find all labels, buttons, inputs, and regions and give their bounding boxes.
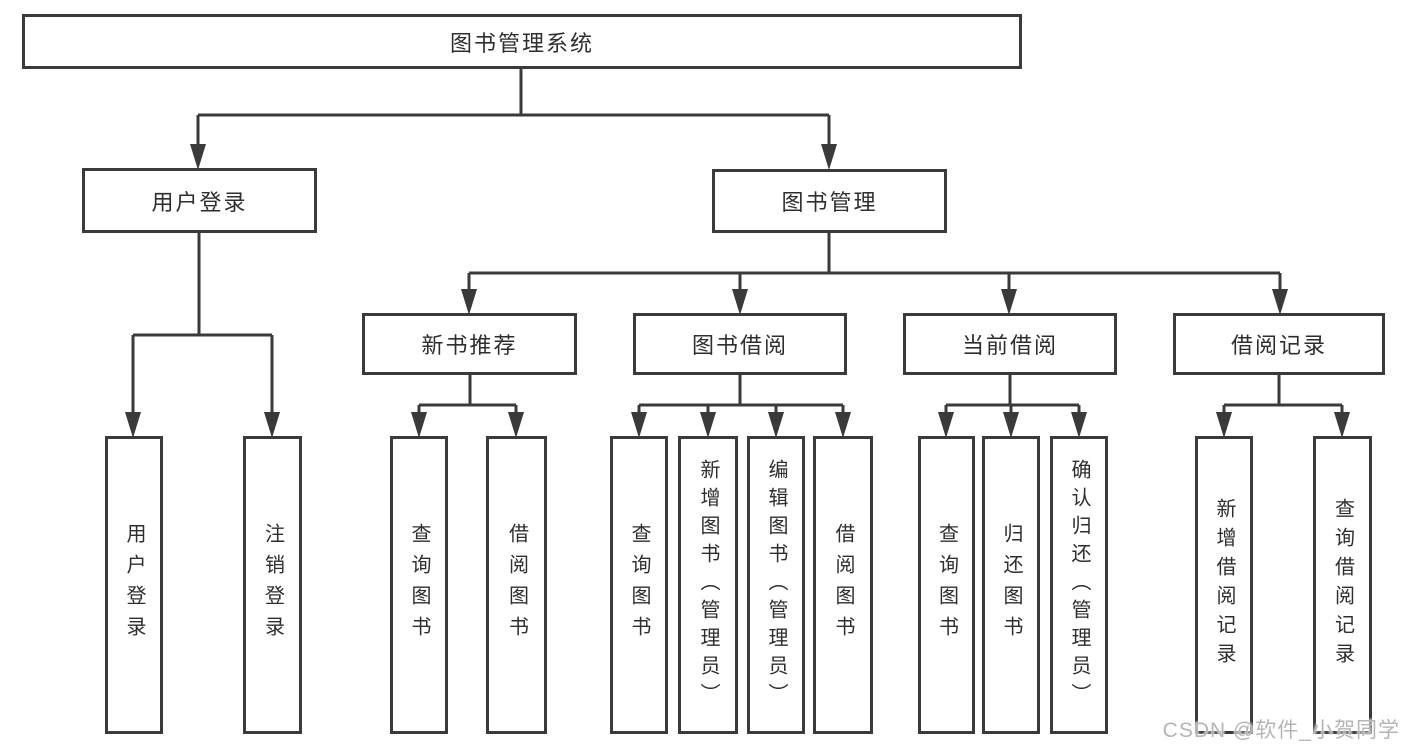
leaf-borrow-books-borrowing: 借阅图书 [813, 436, 873, 734]
arrowhead [835, 412, 851, 438]
arrowhead [264, 412, 280, 438]
leaf-label: 归还图书 [1000, 523, 1022, 647]
edge-current-split [944, 375, 1081, 414]
node-label: 借阅记录 [1230, 333, 1327, 358]
arrowhead [190, 144, 206, 170]
leaf-confirm-return-admin: 确认归还（管理员） [1050, 436, 1108, 734]
leaf-edit-book-admin: 编辑图书（管理员） [747, 436, 805, 734]
leaf-label: 编辑图书（管理员） [765, 459, 787, 711]
arrowhead [700, 412, 716, 438]
node-label: 新书推荐 [421, 333, 518, 358]
leaf-add-borrow-record: 新增借阅记录 [1195, 436, 1253, 734]
arrowhead [938, 412, 954, 438]
leaf-label: 查询图书 [408, 523, 430, 647]
node-new-book-recommendation: 新书推荐 [362, 313, 577, 375]
arrowhead [1071, 412, 1087, 438]
leaf-query-books-newbook: 查询图书 [390, 436, 448, 734]
node-book-borrowing: 图书借阅 [633, 313, 847, 375]
arrowhead [125, 412, 141, 438]
leaf-label: 确认归还（管理员） [1068, 459, 1090, 711]
leaf-label: 查询图书 [628, 523, 650, 647]
arrowhead [411, 412, 427, 438]
leaf-label: 借阅图书 [505, 523, 528, 647]
arrowhead [508, 412, 524, 438]
leaf-add-book-admin: 新增图书（管理员） [678, 436, 738, 734]
node-user-login: 用户登录 [82, 168, 317, 233]
leaf-logout: 注销登录 [243, 436, 302, 734]
arrowhead [1216, 412, 1232, 438]
node-label: 用户登录 [151, 189, 248, 215]
node-current-borrowing: 当前借阅 [903, 313, 1117, 375]
leaf-query-books-borrowing: 查询图书 [610, 436, 668, 734]
arrowhead [821, 144, 837, 170]
leaf-label: 新增图书（管理员） [697, 459, 719, 711]
leaf-label: 新增借阅记录 [1213, 498, 1235, 672]
edge-records-split [1222, 375, 1344, 414]
arrowhead [1003, 412, 1019, 438]
arrowhead [1001, 289, 1017, 315]
node-label: 图书管理 [781, 190, 878, 215]
edge-login-split [131, 233, 274, 414]
arrowhead [1334, 412, 1350, 438]
node-borrowing-records: 借阅记录 [1173, 313, 1385, 375]
edge-borrowmod-split [637, 375, 845, 414]
arrowhead [631, 412, 647, 438]
leaf-query-borrow-record: 查询借阅记录 [1313, 436, 1372, 734]
leaf-borrow-books-newbook: 借阅图书 [486, 436, 547, 734]
leaf-label: 查询借阅记录 [1331, 498, 1354, 672]
arrowhead [732, 289, 748, 315]
leaf-label: 注销登录 [261, 523, 284, 647]
edge-root-split [196, 69, 831, 146]
leaf-label: 查询图书 [935, 523, 958, 647]
csdn-watermark: CSDN @软件_小贺同学 [1162, 719, 1400, 742]
arrowhead [1272, 289, 1288, 315]
node-label: 图书借阅 [691, 333, 788, 358]
leaf-query-books-current: 查询图书 [918, 436, 975, 734]
leaf-user-login: 用户登录 [105, 436, 163, 734]
leaf-return-books: 归还图书 [982, 436, 1040, 734]
arrowhead [461, 289, 477, 315]
edge-newbook-split [417, 375, 518, 414]
node-book-management: 图书管理 [712, 169, 947, 233]
node-label: 图书管理系统 [449, 30, 594, 56]
node-library-management-system: 图书管理系统 [22, 14, 1022, 69]
leaf-label: 用户登录 [123, 523, 145, 647]
arrowhead [768, 412, 784, 438]
leaf-label: 借阅图书 [832, 523, 854, 647]
node-label: 当前借阅 [961, 333, 1058, 358]
edge-bookmgmt-split [467, 233, 1282, 290]
